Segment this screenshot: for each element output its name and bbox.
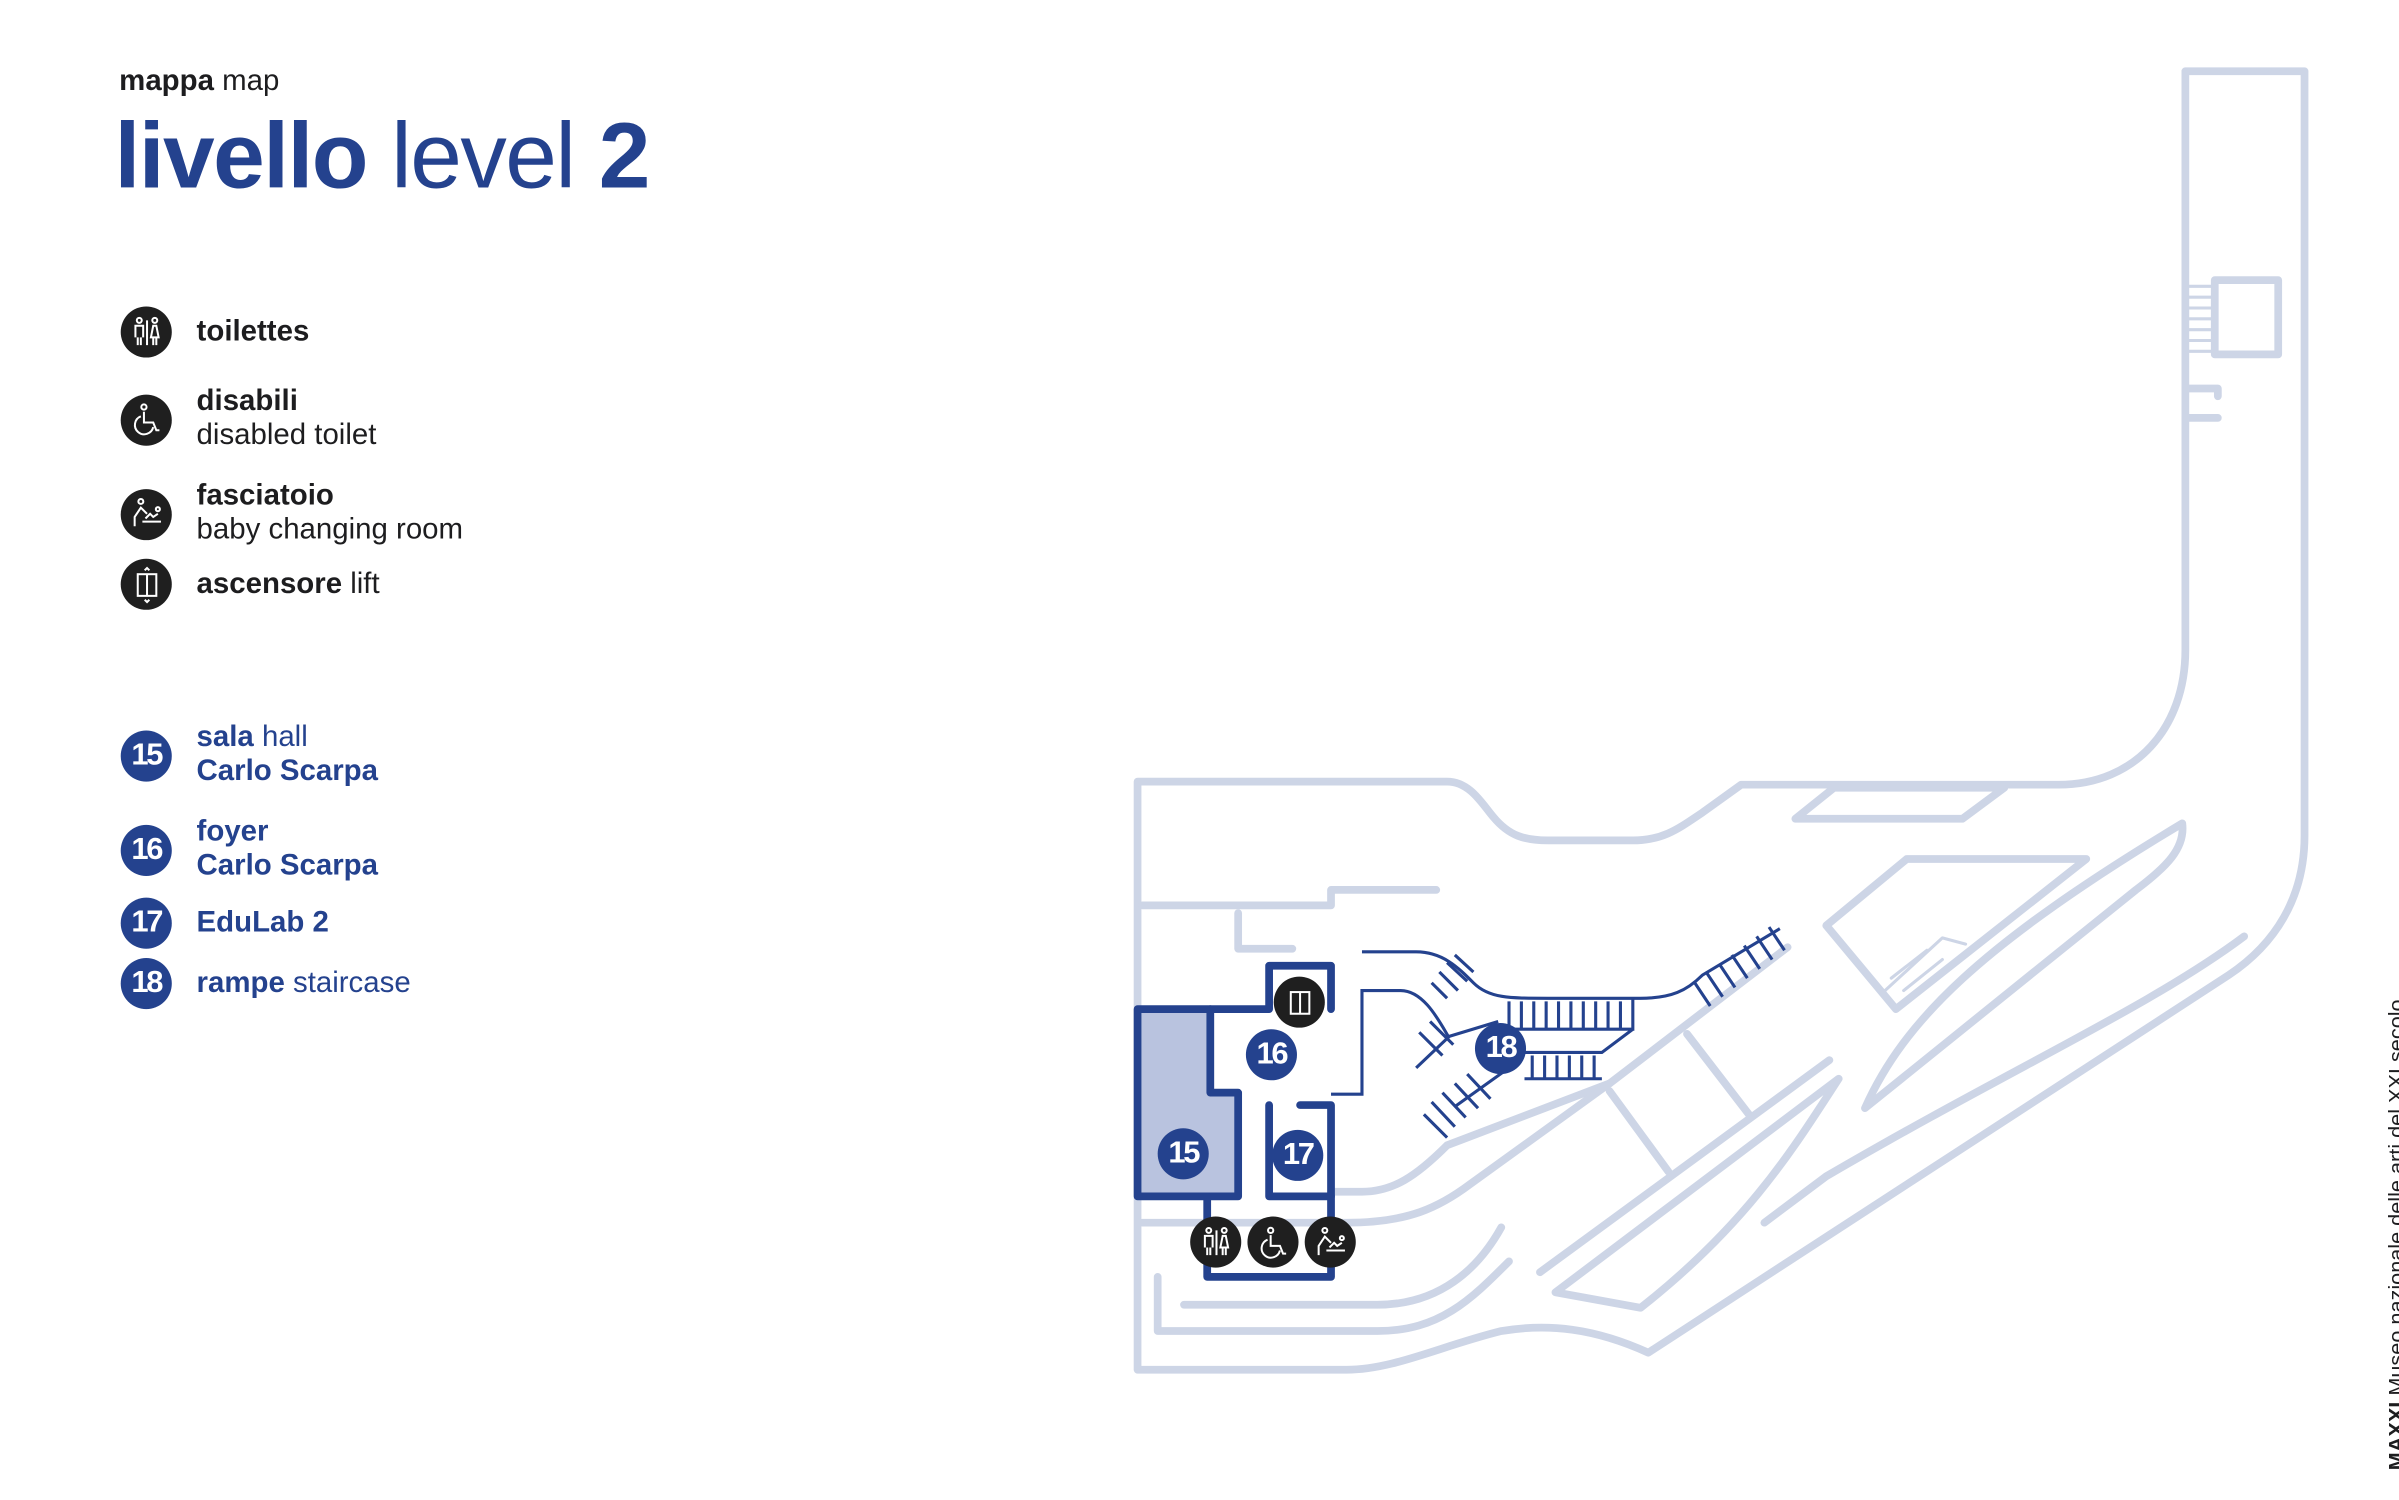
legend-room-it: rampe (196, 966, 285, 1000)
legend-room-line2: Carlo Scarpa (196, 849, 379, 883)
page-title: livello level 2 (114, 102, 651, 209)
legend-room-line2: Carlo Scarpa (196, 755, 379, 788)
building-outline (1133, 67, 2309, 1374)
legend-label-it: disabili (196, 385, 298, 418)
subtitle-it: mappa (119, 65, 214, 98)
legend-label-en: baby changing room (196, 513, 464, 547)
staircase-ramps (1331, 926, 1786, 1139)
wheelchair-icon[interactable] (1247, 1216, 1299, 1268)
legend-item-lift: ascensore lift (120, 558, 380, 610)
legend-label-en: disabled toilet (196, 419, 377, 452)
lift-icon (120, 558, 172, 610)
toilet-icon[interactable] (1190, 1216, 1242, 1268)
legend-room-en: staircase (292, 966, 411, 1000)
map-marker-17[interactable]: 17 (1272, 1129, 1324, 1181)
legend-label-en: lift (350, 567, 380, 600)
baby-changing-icon (120, 488, 172, 540)
map-subtitle: mappa map (119, 65, 279, 99)
legend-label-it: ascensore (196, 567, 343, 600)
wheelchair-icon (120, 393, 172, 445)
title-en: level (391, 103, 576, 208)
subtitle-en: map (222, 65, 280, 98)
toilet-icon (120, 306, 172, 358)
legend-room-17: 17 EduLab 2 (120, 897, 329, 949)
title-it: livello (114, 103, 369, 208)
museum-name: Museo nazionale delle arti del XXI secol… (2383, 999, 2399, 1396)
legend-label-it: fasciatoio (196, 479, 334, 513)
room-number-badge: 15 (120, 729, 172, 781)
legend-room-en: hall (261, 721, 308, 754)
room-number-badge: 17 (120, 897, 172, 949)
legend-room-18: 18 rampe staircase (120, 958, 411, 1010)
map-marker-18[interactable]: 18 (1474, 1023, 1527, 1075)
room-number-badge: 16 (120, 824, 172, 876)
museum-credit: MAXXI Museo nazionale delle arti del XXI… (2383, 999, 2399, 1470)
room-number-badge: 18 (120, 958, 172, 1010)
map-marker-16[interactable]: 16 (1245, 1029, 1297, 1081)
legend-label-it: toilettes (196, 314, 310, 348)
legend-room-it: foyer (196, 815, 269, 849)
legend-room-it: EduLab 2 (196, 906, 329, 939)
legend-item-toilet: toilettes (120, 306, 310, 358)
legend-room-it: sala (196, 721, 254, 754)
map-marker-15[interactable]: 15 (1157, 1128, 1209, 1180)
brand-name: MAXXI (2383, 1401, 2399, 1471)
lift-icon[interactable] (1273, 976, 1325, 1028)
title-level-number: 2 (598, 103, 651, 208)
baby-changing-icon[interactable] (1304, 1216, 1356, 1268)
